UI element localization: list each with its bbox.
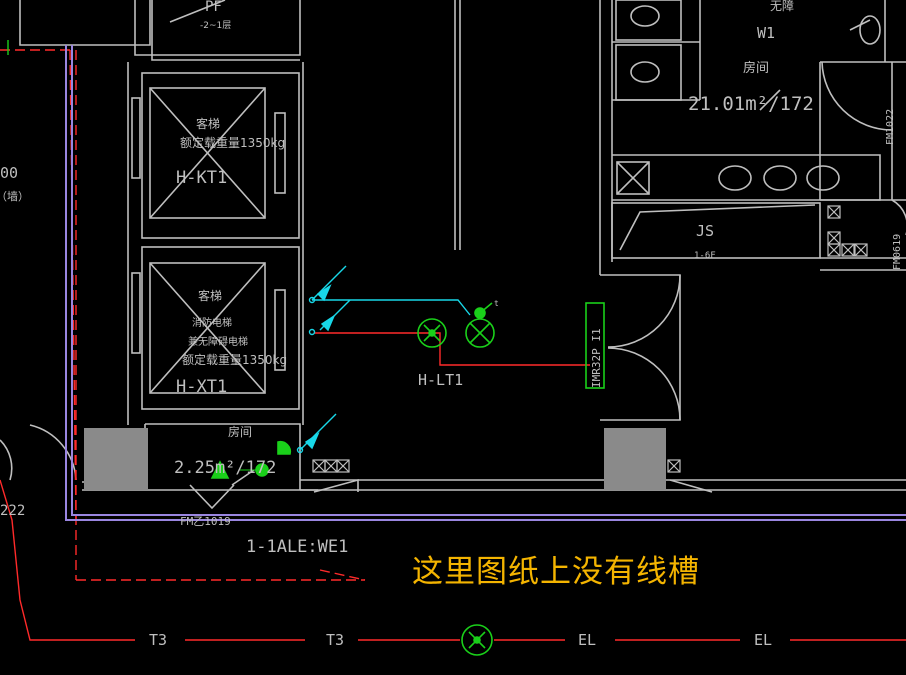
distribution-cabinet[interactable] xyxy=(585,302,605,389)
small-t-label: t xyxy=(494,299,499,308)
room-w1-top: 无障 xyxy=(770,0,794,13)
circuit-tag-t3-1: T3 xyxy=(149,631,167,649)
elevator-2-id: H-XT1 xyxy=(176,377,227,397)
elevator-1-load: 额定载重量1350kg xyxy=(180,135,285,150)
pf-note: -2~1层 xyxy=(200,20,231,31)
room-w1-area: 21.01m²/172 xyxy=(688,93,814,115)
structural-column-right xyxy=(604,428,666,490)
left-edge-paren: （墙） xyxy=(0,189,29,203)
elevator-2-sub2: 兼无障碍电梯 xyxy=(188,335,248,348)
circuit-tag-el-2: EL xyxy=(754,631,772,649)
lobby-room-name: 房间 xyxy=(228,424,252,439)
exit-sign-fixture xyxy=(461,624,493,656)
left-edge-number: 00 xyxy=(0,164,18,182)
structural-column-left xyxy=(84,428,148,490)
panel-id-label: H-LT1 xyxy=(418,371,463,389)
elevator-1-type: 客梯 xyxy=(196,116,220,131)
lighting-fixture-x xyxy=(417,318,447,348)
cyan-wiring xyxy=(296,265,471,454)
door-fm-right-2: FM0619 xyxy=(892,234,903,270)
cable-tray xyxy=(65,45,906,521)
elevator-2-type: 客梯 xyxy=(198,288,222,303)
circuit-tag-el-1: EL xyxy=(578,631,596,649)
emergency-light-fixture xyxy=(465,302,495,348)
door-fm-bottom: FM乙1019 xyxy=(180,515,231,528)
shaft-js-note: 1-6F xyxy=(694,251,716,261)
circuit-tag-t3-2: T3 xyxy=(326,631,344,649)
lobby-light-fixtures xyxy=(210,440,292,479)
pf-label: PF xyxy=(205,0,222,15)
room-w1-code: W1 xyxy=(757,24,775,42)
elevator-2-sub1: 消防电梯 xyxy=(192,316,232,329)
annotation-note: 这里图纸上没有线槽 xyxy=(412,554,700,590)
elevator-1-id: H-KT1 xyxy=(176,168,227,188)
cabinet-label: IMR32P I1 xyxy=(590,328,603,388)
room-w1-name: 房间 xyxy=(743,60,769,76)
shaft-js-label: JS xyxy=(696,222,714,240)
circuit-label: 1-1ALE:WE1 xyxy=(246,537,348,557)
left-edge-222: 222 xyxy=(0,503,25,519)
door-fm-right-1: FM1022 xyxy=(885,109,896,145)
lobby-room-area: 2.25m²/172 xyxy=(174,458,276,478)
elevator-2-load: 额定载重量1350kg xyxy=(182,352,287,367)
